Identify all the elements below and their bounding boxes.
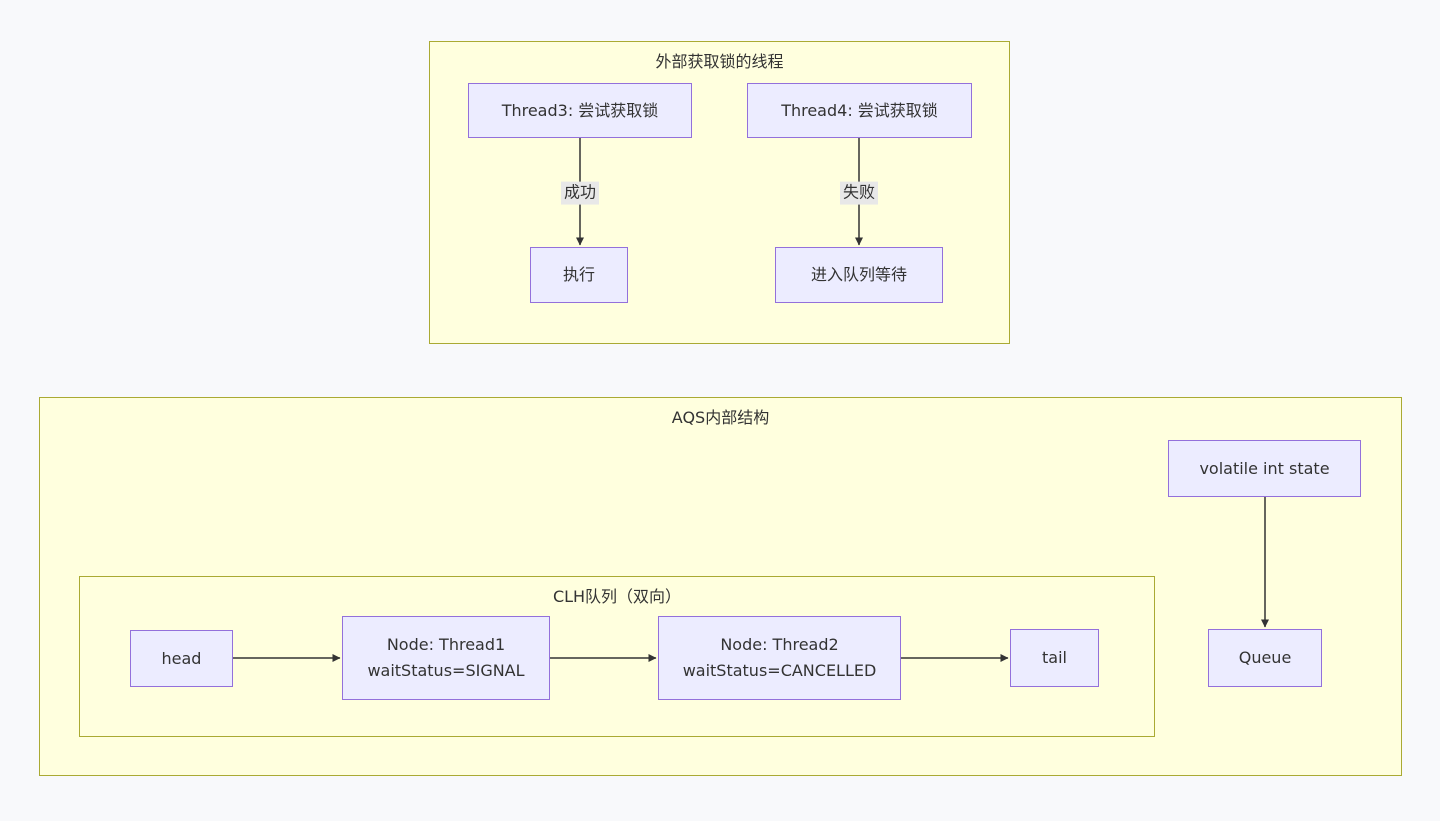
clh-queue-group-title: CLH队列（双向） bbox=[552, 587, 682, 606]
node-state-label: volatile int state bbox=[1199, 458, 1330, 478]
node-thread4-label: Thread4: 尝试获取锁 bbox=[781, 100, 938, 120]
node-enqueue-label: 进入队列等待 bbox=[810, 265, 907, 284]
node-thread3-label: Thread3: 尝试获取锁 bbox=[501, 100, 659, 120]
node-thread2-line1: Node: Thread2 bbox=[720, 635, 839, 654]
clh-queue-group: CLH队列（双向） bbox=[79, 576, 1155, 737]
node-thread4: Thread4: 尝试获取锁 bbox=[747, 83, 972, 138]
node-tail: tail bbox=[1010, 629, 1099, 687]
node-queue: Queue bbox=[1208, 629, 1322, 687]
node-thread1-line1: Node: Thread1 bbox=[386, 635, 506, 654]
edge-label-success: 成功 bbox=[560, 181, 600, 205]
external-threads-group-title: 外部获取锁的线程 bbox=[655, 52, 784, 71]
node-thread2: Node: Thread2 waitStatus=CANCELLED bbox=[658, 616, 901, 700]
node-enqueue: 进入队列等待 bbox=[775, 247, 943, 303]
node-head: head bbox=[130, 630, 233, 687]
node-head-label: head bbox=[161, 648, 202, 668]
node-thread2-line2: waitStatus=CANCELLED bbox=[682, 661, 877, 680]
node-execute: 执行 bbox=[530, 247, 628, 303]
node-tail-label: tail bbox=[1042, 648, 1067, 667]
edge-label-failure: 失败 bbox=[839, 181, 879, 205]
node-thread3: Thread3: 尝试获取锁 bbox=[468, 83, 692, 138]
node-state: volatile int state bbox=[1168, 440, 1361, 497]
aqs-structure-group-title: AQS内部结构 bbox=[671, 408, 770, 427]
node-thread1-line2: waitStatus=SIGNAL bbox=[367, 661, 525, 680]
node-execute-label: 执行 bbox=[562, 265, 595, 284]
node-queue-label: Queue bbox=[1238, 648, 1292, 667]
node-thread1: Node: Thread1 waitStatus=SIGNAL bbox=[342, 616, 550, 700]
